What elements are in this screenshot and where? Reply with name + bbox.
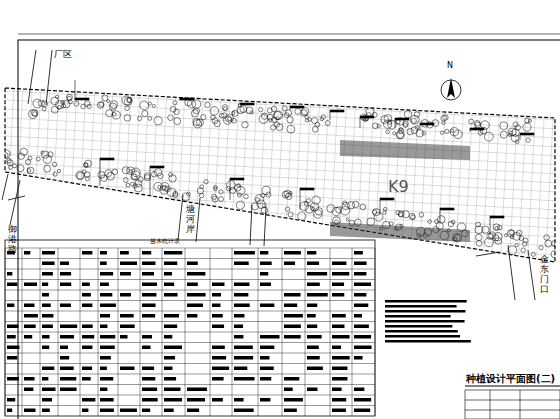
drawing-title: 种植设计平面图(二)	[466, 373, 555, 384]
map-label: 苗木统计表	[150, 238, 180, 245]
map-label: 金东门口	[540, 255, 549, 295]
map-label: K9	[388, 178, 409, 196]
map-label: N	[447, 62, 453, 71]
plant-table	[5, 240, 375, 416]
map-label: 御港路	[8, 225, 17, 255]
map-label: 塘河岸	[186, 205, 195, 235]
site-strip	[5, 88, 555, 262]
title-block	[465, 386, 560, 419]
north-arrow	[441, 78, 461, 100]
map-label: 厂区	[54, 50, 72, 60]
notes	[385, 300, 471, 343]
